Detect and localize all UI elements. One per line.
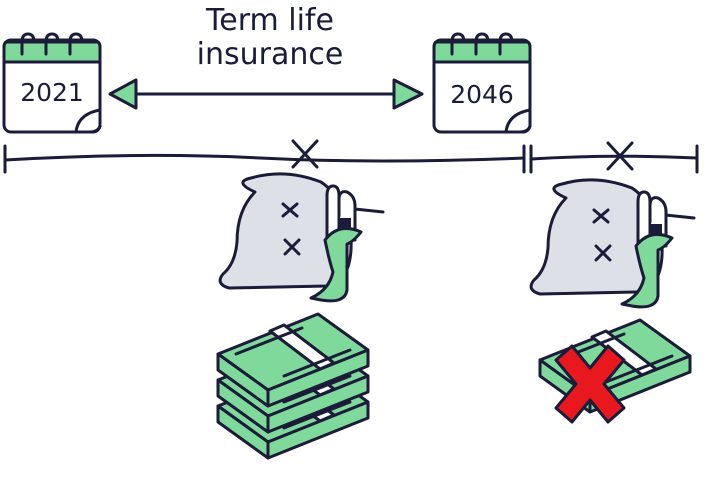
ghost-icon — [529, 178, 696, 309]
death-marker-icon — [606, 141, 634, 171]
calendar-icon — [432, 32, 532, 134]
ghost-icon — [218, 172, 385, 303]
end-year: 2046 — [450, 80, 514, 109]
no-payout-icon — [554, 344, 626, 424]
title-line-2: insurance — [197, 37, 344, 72]
double-arrow-icon — [108, 78, 424, 110]
calendar-icon — [2, 32, 102, 134]
start-year: 2021 — [20, 78, 84, 107]
money-stack-icon — [216, 312, 370, 460]
death-marker-icon — [291, 139, 319, 169]
timeline-icon — [3, 144, 699, 174]
title-line-1: Term life — [205, 3, 334, 38]
